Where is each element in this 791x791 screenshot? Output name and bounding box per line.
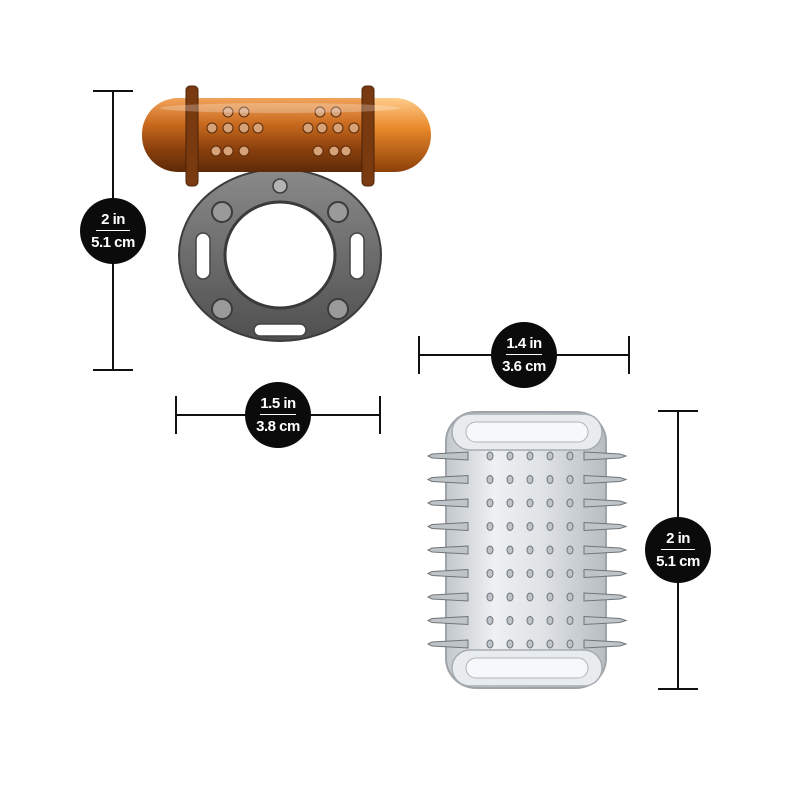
sleeve-nub	[506, 451, 514, 461]
sleeve-spike	[426, 521, 469, 532]
sleeve-nub	[546, 475, 554, 484]
sleeve-width-badge: 1.4 in 3.6 cm	[491, 322, 557, 388]
ring-width-badge: 1.5 in 3.8 cm	[245, 382, 311, 448]
sleeve-nub	[546, 498, 554, 508]
sleeve-nub	[546, 616, 554, 625]
sleeve-spike	[426, 498, 469, 508]
sleeve-height-metric: 5.1 cm	[656, 553, 700, 570]
sleeve-nub	[506, 592, 514, 602]
sleeve-nub	[486, 545, 494, 555]
sleeve-nub	[546, 639, 554, 649]
sleeve-nub	[526, 639, 534, 649]
sleeve-spike	[583, 474, 628, 485]
sleeve-spike	[583, 545, 628, 555]
sleeve-spike	[583, 451, 628, 461]
sleeve-spike	[583, 521, 628, 532]
ring-width-metric: 3.8 cm	[256, 418, 300, 435]
sleeve-nub	[486, 475, 494, 484]
sleeve-nub	[506, 498, 514, 508]
sleeve-nub	[566, 639, 574, 649]
sleeve-nub	[486, 569, 494, 578]
vibrating-ring-illustration	[142, 85, 431, 342]
sleeve-nub	[526, 475, 534, 484]
sleeve-nub	[486, 451, 494, 461]
sleeve-nub	[546, 451, 554, 461]
ring-height-metric: 5.1 cm	[91, 234, 135, 251]
sleeve-width-imperial: 1.4 in	[506, 336, 542, 355]
sleeve-nub	[506, 569, 514, 578]
ring-height-badge: 2 in 5.1 cm	[80, 198, 146, 264]
sleeve-spike	[426, 615, 469, 626]
sleeve-nub	[506, 522, 514, 531]
sleeve-nub	[526, 545, 534, 555]
sleeve-height-imperial: 2 in	[661, 531, 695, 550]
sleeve-nub	[526, 451, 534, 461]
sleeve-spike	[426, 568, 469, 579]
sleeve-spike	[583, 639, 628, 649]
spiked-sleeve-illustration	[426, 411, 628, 689]
sleeve-nub	[566, 451, 574, 461]
sleeve-nub	[546, 592, 554, 602]
sleeve-height-badge: 2 in 5.1 cm	[645, 517, 711, 583]
sleeve-nub	[546, 545, 554, 555]
sleeve-nub	[566, 545, 574, 555]
sleeve-nub	[506, 545, 514, 555]
sleeve-nub	[526, 569, 534, 578]
sleeve-spike	[426, 451, 469, 461]
ring-height-imperial: 2 in	[96, 212, 130, 231]
sleeve-nub	[526, 498, 534, 508]
sleeve-spike	[583, 592, 628, 602]
sleeve-nub	[566, 475, 574, 484]
sleeve-nub	[486, 498, 494, 508]
sleeve-nub	[486, 592, 494, 602]
sleeve-nub	[506, 475, 514, 484]
sleeve-spike	[426, 545, 469, 555]
sleeve-nub	[566, 592, 574, 602]
sleeve-nub	[506, 616, 514, 625]
sleeve-spike	[583, 498, 628, 508]
sleeve-spike	[583, 568, 628, 579]
sleeve-nub	[486, 522, 494, 531]
sleeve-spike	[426, 639, 469, 649]
sleeve-nub	[506, 639, 514, 649]
sleeve-nub	[486, 639, 494, 649]
sleeve-nub	[546, 522, 554, 531]
sleeve-spike	[426, 592, 469, 602]
sleeve-nub	[526, 522, 534, 531]
sleeve-nub	[526, 616, 534, 625]
sleeve-nub	[546, 569, 554, 578]
sleeve-nub	[566, 522, 574, 531]
sleeve-nub	[566, 569, 574, 578]
sleeve-nub	[526, 592, 534, 602]
sleeve-width-metric: 3.6 cm	[502, 358, 546, 375]
ring-width-imperial: 1.5 in	[260, 396, 296, 415]
sleeve-nub	[566, 498, 574, 508]
sleeve-spike	[583, 615, 628, 626]
sleeve-spike	[426, 474, 469, 485]
sleeve-nub	[566, 616, 574, 625]
sleeve-nub	[486, 616, 494, 625]
